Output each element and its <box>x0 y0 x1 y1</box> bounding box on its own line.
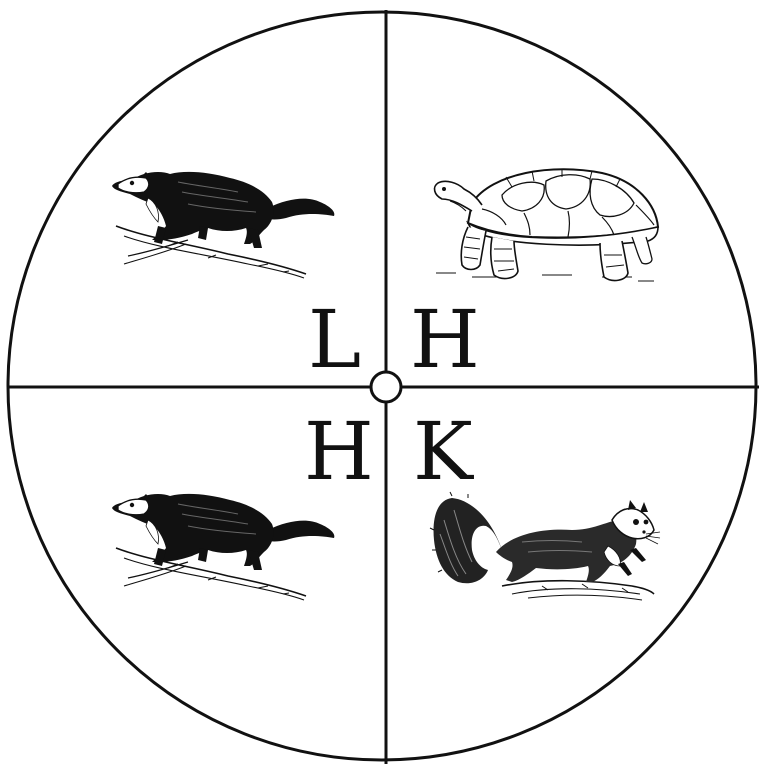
quadrant-letter-bottom-right: K <box>413 412 473 492</box>
center-ring <box>371 372 401 402</box>
quadrant-letter-bottom-left: H <box>304 412 374 492</box>
quadrant-letter-top-left: L <box>308 300 361 380</box>
quadrant-letter-top-right: H <box>410 300 480 380</box>
